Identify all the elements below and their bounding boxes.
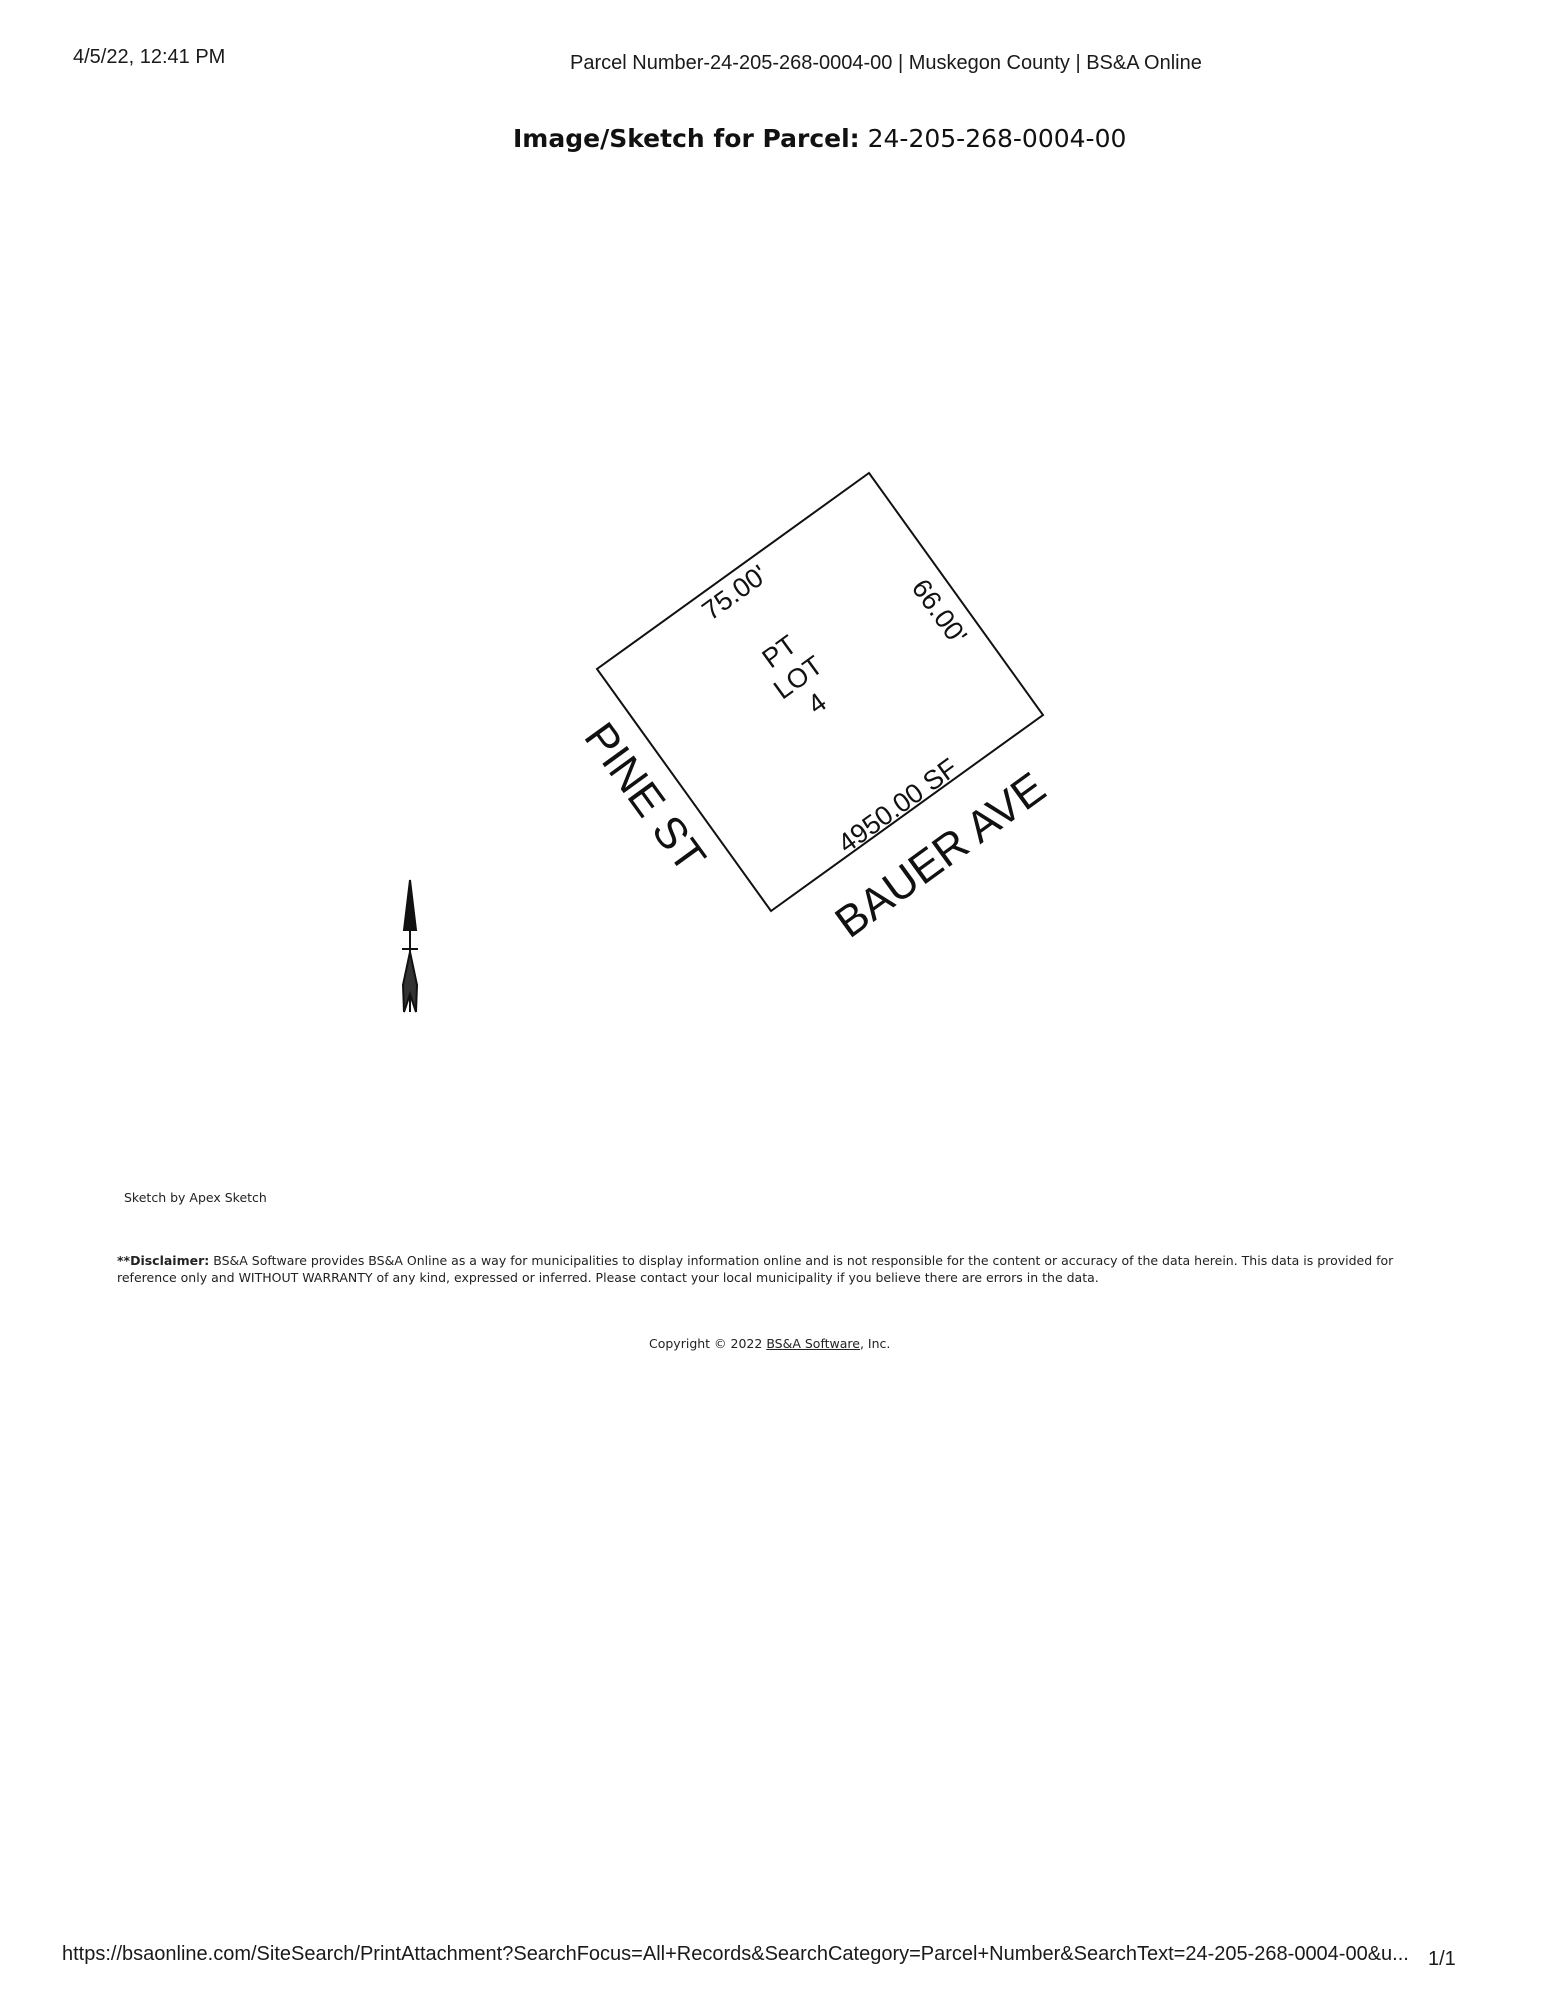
copyright-link[interactable]: BS&A Software xyxy=(766,1336,860,1351)
disclaimer: **Disclaimer: BS&A Software provides BS&… xyxy=(117,1252,1447,1286)
sketch-heading-label: Image/Sketch for Parcel: xyxy=(513,124,860,153)
sketch-heading: Image/Sketch for Parcel: 24-205-268-0004… xyxy=(513,124,1126,153)
disclaimer-text: BS&A Software provides BS&A Online as a … xyxy=(117,1253,1394,1285)
print-page-title: Parcel Number-24-205-268-0004-00 | Muske… xyxy=(570,52,1202,74)
sketch-heading-parcel: 24-205-268-0004-00 xyxy=(867,124,1127,153)
street-label-pine: PINE ST xyxy=(575,714,715,881)
copyright: Copyright © 2022 BS&A Software, Inc. xyxy=(649,1336,890,1351)
lot-outline xyxy=(595,471,1045,913)
print-url: https://bsaonline.com/SiteSearch/PrintAt… xyxy=(62,1943,1409,1965)
disclaimer-label: **Disclaimer: xyxy=(117,1253,210,1268)
sketch-credit: Sketch by Apex Sketch xyxy=(124,1190,267,1205)
lot-label: PT LOT 4 xyxy=(757,629,832,720)
page-number: 1/1 xyxy=(1428,1948,1456,1970)
copyright-suffix: , Inc. xyxy=(859,1336,891,1351)
parcel-sketch: 75.00' 66.00' PT LOT 4 4950.00 SF PINE S… xyxy=(401,471,1054,1013)
print-datetime: 4/5/22, 12:41 PM xyxy=(73,46,226,68)
dim-right-label: 66.00' xyxy=(906,573,973,649)
north-arrow-icon xyxy=(401,879,419,1013)
copyright-prefix: Copyright © 2022 xyxy=(649,1336,767,1351)
lot-label-line3: 4 xyxy=(802,687,832,720)
